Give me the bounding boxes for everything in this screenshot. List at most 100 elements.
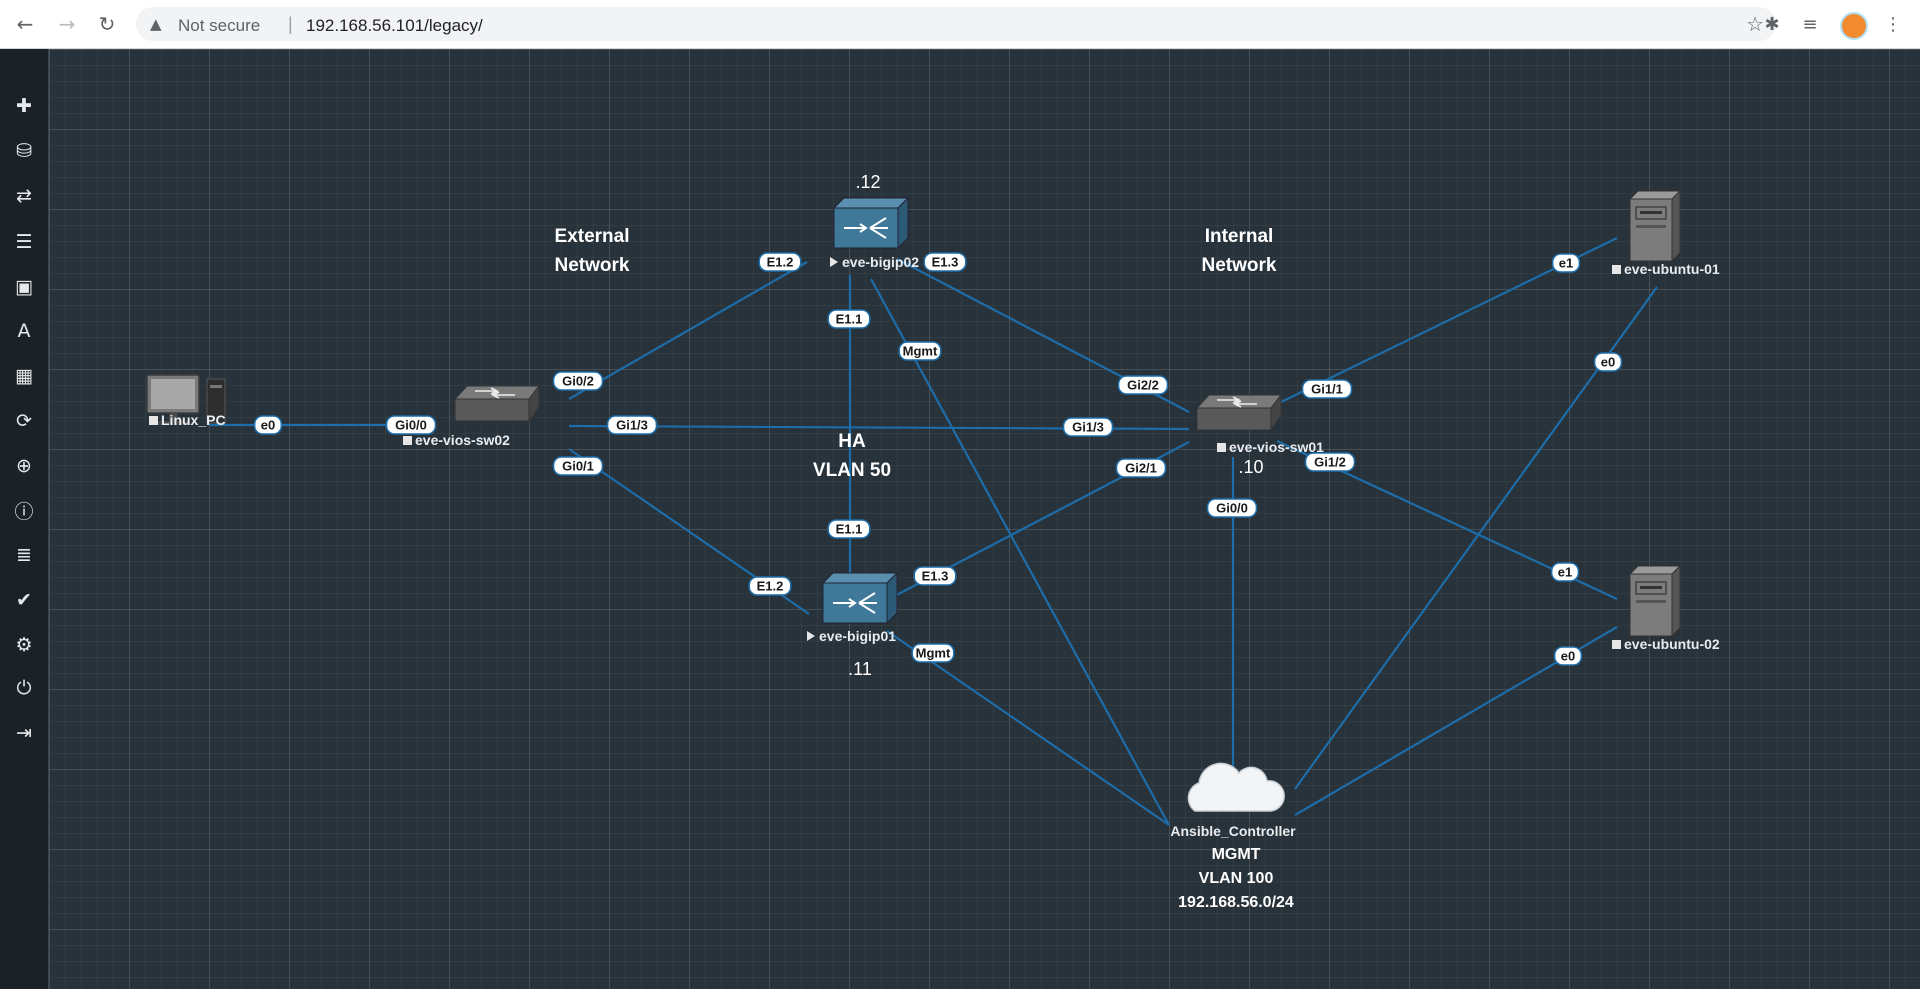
interface-label[interactable]: E1.3	[913, 566, 957, 586]
node-ansible[interactable]: Ansible_Controller	[1170, 762, 1296, 839]
cloud-icon	[1187, 762, 1285, 812]
refresh-icon[interactable]: ⟳	[16, 410, 32, 432]
profile-avatar[interactable]	[1840, 12, 1868, 40]
picture-icon[interactable]: ▣	[15, 276, 33, 298]
loadbalancer-arrows-icon	[844, 217, 888, 239]
list-icon[interactable]: ≣	[16, 544, 32, 566]
interface-label-text: Gi0/1	[562, 459, 594, 474]
node-sw02[interactable]: eve-vios-sw02	[403, 384, 541, 448]
interface-label[interactable]: e1	[1551, 253, 1581, 273]
interface-label-text: Gi0/0	[1216, 501, 1248, 516]
interface-label[interactable]: E1.2	[748, 576, 792, 596]
plus-icon[interactable]: ✚	[16, 95, 32, 117]
interface-label[interactable]: Gi2/2	[1117, 375, 1169, 395]
star-icon[interactable]: ☆	[1746, 12, 1764, 36]
sign-out-icon[interactable]: ⇥	[16, 722, 32, 744]
check-circle-icon[interactable]: ✔	[16, 589, 32, 611]
node-bigip02[interactable]: eve-bigip02	[830, 196, 919, 270]
node-ubuntu02[interactable]: eve-ubuntu-02	[1612, 564, 1720, 652]
interface-label[interactable]: Gi0/2	[552, 371, 604, 391]
gear-icon[interactable]: ⚙	[15, 634, 33, 656]
interface-label-text: Gi2/1	[1125, 461, 1157, 476]
address-separator: |	[288, 14, 293, 34]
switch-arrows-icon	[1217, 396, 1257, 408]
reload-icon[interactable]: ↻	[98, 12, 116, 36]
interface-label[interactable]: e0	[253, 415, 283, 435]
align-left-icon[interactable]: ☰	[15, 231, 33, 253]
interface-label[interactable]: E1.1	[827, 519, 871, 539]
interface-label[interactable]: Gi1/3	[1062, 417, 1114, 437]
info-icon[interactable]: ⓘ	[14, 500, 34, 523]
interface-label-text: Gi1/1	[1311, 382, 1343, 397]
interface-label-text: e1	[1558, 565, 1572, 580]
interface-label[interactable]: e0	[1553, 646, 1583, 666]
node-sw01[interactable]: eve-vios-sw01	[1195, 393, 1324, 455]
node-linux-pc[interactable]: Linux_PC	[146, 374, 226, 428]
stop-status-icon	[149, 416, 158, 425]
interface-label[interactable]: E1.3	[923, 252, 967, 272]
node-label: eve-bigip01	[819, 628, 896, 644]
interface-label-text: Mgmt	[903, 344, 938, 359]
grid-icon[interactable]: ▦	[15, 365, 33, 387]
interface-label-text: E1.2	[767, 255, 794, 270]
extensions-puzzle-icon[interactable]: ✱	[1764, 13, 1780, 35]
node-label: eve-vios-sw01	[1229, 439, 1324, 455]
link-ansible-ubuntu01[interactable]	[1294, 286, 1658, 790]
interface-label[interactable]: E1.2	[758, 252, 802, 272]
back-arrow-icon[interactable]: ←	[16, 12, 34, 36]
zoom-in-icon[interactable]: ⊕	[16, 455, 32, 477]
text-font-icon[interactable]: A	[17, 320, 31, 342]
address-bar[interactable]: ▲ Not secure | 192.168.56.101/legacy/ ☆	[136, 7, 1776, 41]
transfer-arrows-icon[interactable]: ⇄	[16, 185, 32, 207]
tower-icon	[206, 378, 226, 424]
annotation-ip-11: .11	[848, 659, 872, 679]
interface-label[interactable]: Gi1/1	[1301, 379, 1353, 399]
interface-label[interactable]: Gi1/2	[1304, 452, 1356, 472]
node-ubuntu01[interactable]: eve-ubuntu-01	[1612, 189, 1720, 277]
power-icon[interactable]: ⏻	[16, 677, 32, 699]
interface-label[interactable]: Gi0/0	[1206, 498, 1258, 518]
node-label: eve-bigip02	[842, 254, 919, 270]
forward-arrow-icon[interactable]: →	[58, 12, 76, 36]
interface-label[interactable]: Gi2/1	[1115, 458, 1167, 478]
interface-label-text: e0	[261, 418, 275, 433]
stop-status-icon	[1612, 640, 1621, 649]
annotation-ip-10: .10	[1238, 457, 1263, 477]
play-status-icon	[830, 257, 838, 267]
node-label: eve-ubuntu-02	[1624, 636, 1720, 652]
drive-icon[interactable]: ⛁	[16, 140, 32, 162]
browser-toolbar: ← → ↻ ▲ Not secure | 192.168.56.101/lega…	[0, 0, 1920, 49]
play-status-icon	[807, 631, 815, 641]
interface-label[interactable]: Gi0/1	[552, 456, 604, 476]
interface-label-text: Gi1/2	[1314, 455, 1346, 470]
menu-kebab-icon[interactable]: ⋮	[1884, 13, 1902, 35]
interface-label-text: E1.1	[836, 312, 863, 327]
interface-label-text: E1.3	[932, 255, 959, 270]
node-bigip01[interactable]: eve-bigip01	[807, 571, 899, 644]
interface-label-text: E1.1	[836, 522, 863, 537]
link-sw02-bigip02[interactable]	[568, 261, 808, 400]
media-playlist-icon[interactable]: ≡	[1802, 13, 1818, 35]
url-text[interactable]: 192.168.56.101/legacy/	[306, 16, 483, 35]
switch-arrows-icon	[475, 387, 515, 399]
security-status: Not secure	[178, 16, 261, 35]
interface-label[interactable]: Mgmt	[898, 341, 942, 361]
loadbalancer-arrows-icon	[833, 592, 877, 614]
interface-label[interactable]: E1.1	[827, 309, 871, 329]
interface-label[interactable]: Gi0/0	[385, 415, 437, 435]
interface-label-text: Gi0/0	[395, 418, 427, 433]
interface-label[interactable]: Gi1/3	[606, 415, 658, 435]
interface-label-text: e1	[1559, 256, 1573, 271]
interface-label-text: Gi2/2	[1127, 378, 1159, 393]
link-bigip02-ansible[interactable]	[870, 278, 1170, 826]
interface-label[interactable]: Mgmt	[911, 643, 955, 663]
interface-label[interactable]: e1	[1550, 562, 1580, 582]
link-bigip01-ansible[interactable]	[886, 630, 1170, 826]
interface-label[interactable]: e0	[1593, 352, 1623, 372]
